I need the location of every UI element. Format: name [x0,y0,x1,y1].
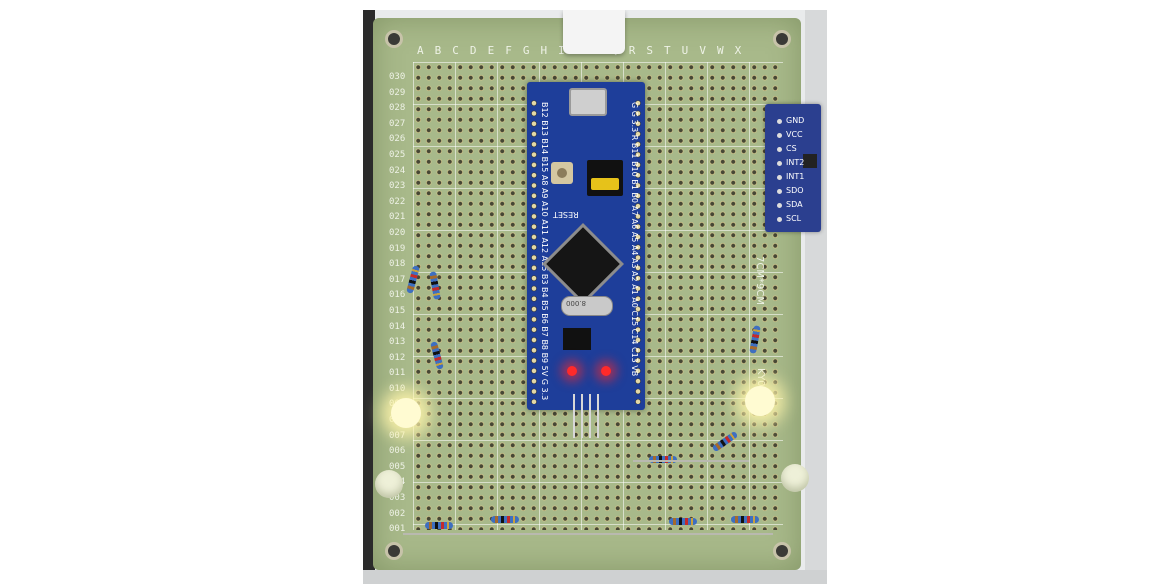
row-number: 025 [389,149,406,160]
row-number: 016 [389,290,406,301]
sensor-pin: CS [777,142,804,156]
row-number: 028 [389,103,406,114]
row-number: 012 [389,352,406,363]
sensor-pin-label: INT2 [786,158,805,167]
led-lit [391,398,421,428]
resistor [425,522,453,529]
led-unlit [781,464,809,492]
voltage-regulator [563,328,591,350]
sensor-pin-label: INT1 [786,172,805,181]
status-led [601,366,611,376]
boot-jumpers [587,160,623,196]
row-number: 027 [389,118,406,129]
microcontroller-board: B12 B13 B14 B15 A8 A9 A10 A11 A12 A15 B3… [527,82,645,438]
sensor-pin: INT2 [777,156,804,170]
sensor-pin: GND [777,114,804,128]
pin-header-right [633,98,643,404]
sensor-pin-label: GND [786,116,805,125]
background-table [363,570,827,584]
pin-pad [777,118,782,124]
resistor [731,516,759,523]
sensor-pin: SDA [777,198,804,212]
pin-labels-right: G G 3.3 R B11 B10 B1 B0 A7 A6 A5 A4 A3 A… [630,102,639,377]
row-number: 024 [389,165,406,176]
row-number: 013 [389,337,406,348]
row-number: 030 [389,72,406,82]
reset-button [551,162,573,184]
sensor-chip [803,154,817,168]
board-size-label: 7CM*9CM [754,256,765,305]
row-numbers: 030 029 028 027 026 025 024 023 022 021 020 019 018 0… [389,70,415,538]
pin-pad [777,216,782,222]
resistor [649,456,677,463]
sensor-pin: VCC [777,128,804,142]
jumper-cap [591,178,619,190]
reset-label: RESET [553,210,579,219]
row-number: 022 [389,196,406,207]
swd-pins [573,394,605,438]
pin-pad [777,160,782,166]
sensor-pin-label: SCL [786,214,802,223]
pin-header-left [529,98,539,404]
row-number: 015 [389,305,406,316]
row-number: 021 [389,212,406,223]
pcb-photo: A B C D E F G H I O P Q R S T U V W X 03… [363,10,827,584]
row-number: 001 [389,524,406,535]
row-number: 017 [389,274,406,285]
crystal-oscillator [561,296,613,316]
background-wall [805,10,827,584]
row-number: 011 [389,368,406,379]
row-number: 023 [389,181,406,192]
sensor-pin-label: VCC [786,130,803,139]
usb-port [569,88,607,116]
row-number: 007 [389,430,406,441]
led-unlit [375,470,403,498]
wire [403,533,773,535]
led-lit [745,386,775,416]
mounting-hole [385,30,403,48]
crystal-label: 8.000 [566,299,587,307]
mounting-hole [773,542,791,560]
usb-cable [563,10,625,54]
sensor-pin-label: SDA [786,200,803,209]
row-number: 003 [389,493,406,504]
row-number: 002 [389,508,406,519]
power-led [567,366,577,376]
row-number: 020 [389,227,406,238]
row-number: 019 [389,243,406,254]
wire [633,460,749,462]
row-number: 029 [389,87,406,98]
sensor-pin: SDO [777,184,804,198]
mounting-hole [773,30,791,48]
mounting-hole [385,542,403,560]
pin-pad [777,202,782,208]
row-number: 018 [389,259,406,270]
pin-pad [777,174,782,180]
perfboard: A B C D E F G H I O P Q R S T U V W X 03… [373,18,821,570]
pin-pad [777,188,782,194]
background-shadow [363,10,375,584]
row-number: 005 [389,461,406,472]
sensor-pin-label: CS [786,144,797,153]
sensor-pin: SCL [777,212,804,226]
resistor [669,518,697,525]
mcu-chip [546,227,620,301]
row-number: 026 [389,134,406,145]
row-number: 014 [389,321,406,332]
pin-labels-left: B12 B13 B14 B15 A8 A9 A10 A11 A12 A15 B3… [540,102,549,401]
row-number: 006 [389,446,406,457]
resistor [491,516,519,523]
pin-pad [777,146,782,152]
row-number: 010 [389,383,406,394]
pin-pad [777,132,782,138]
sensor-pin-label: SDO [786,186,804,195]
sensor-pin: INT1 [777,170,804,184]
